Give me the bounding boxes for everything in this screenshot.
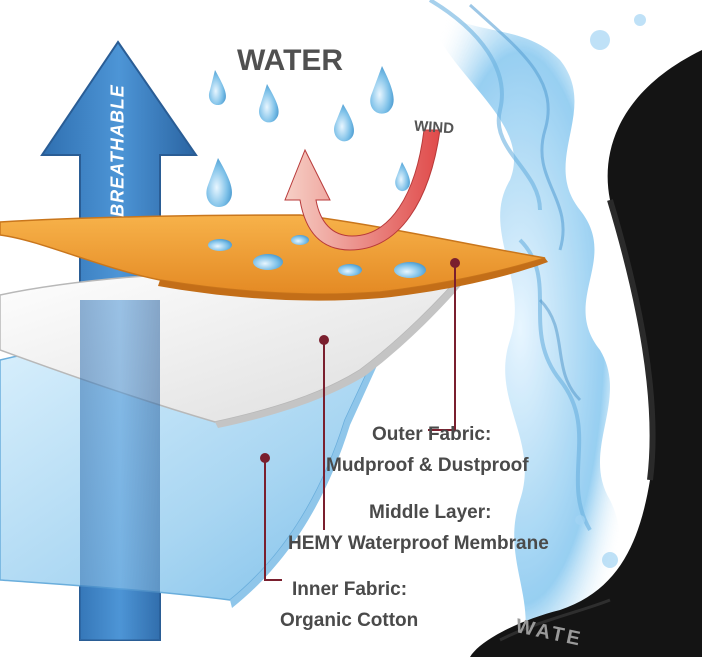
middle-layer-desc: HEMY Waterproof Membrane xyxy=(288,533,549,554)
raindrops xyxy=(206,66,410,208)
inner-pointer xyxy=(264,458,282,581)
outer-fabric-title: Outer Fabric: xyxy=(372,424,492,445)
middle-layer-title: Middle Layer: xyxy=(369,502,492,523)
water-splash xyxy=(420,0,646,657)
outer-fabric-desc: Mudproof & Dustproof xyxy=(326,455,529,476)
water-label: WATER xyxy=(237,44,344,77)
sock-image xyxy=(470,50,702,657)
inner-fabric-desc: Organic Cotton xyxy=(280,610,419,631)
pointer-lines xyxy=(260,258,460,581)
wind-arrow xyxy=(284,129,441,251)
water-beads xyxy=(208,235,426,278)
breathable-label: BREATHABLE xyxy=(107,84,128,217)
outer-pointer xyxy=(428,263,456,431)
inner-fabric-title: Inner Fabric: xyxy=(292,579,408,600)
wind-label: WIND xyxy=(413,117,455,138)
